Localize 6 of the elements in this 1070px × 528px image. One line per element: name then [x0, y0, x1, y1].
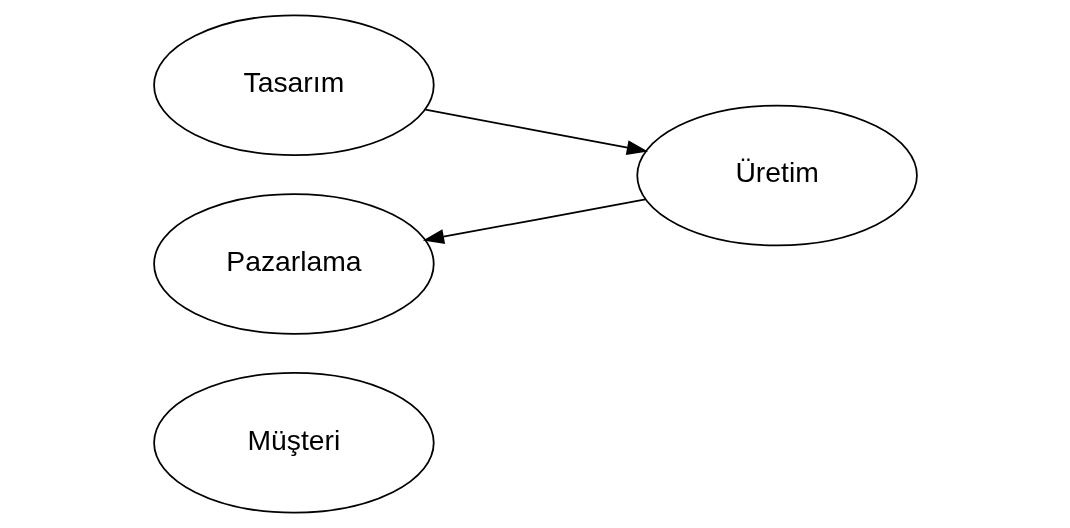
node-ellipse: Üretim: [635, 104, 918, 247]
arrow: [424, 108, 648, 155]
node-ellipse: Müşteri: [152, 371, 435, 514]
node-ellipse: Tasarım: [152, 14, 435, 157]
arrow: [422, 198, 646, 244]
node-ellipse: Pazarlama: [152, 193, 435, 335]
